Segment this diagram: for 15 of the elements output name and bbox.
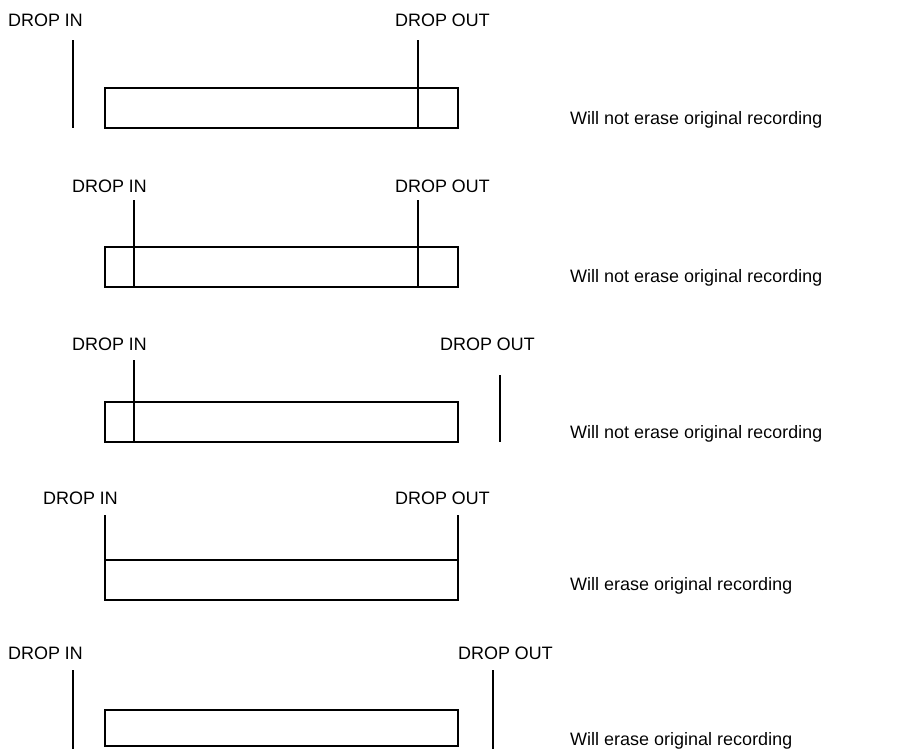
drop-out-label: DROP OUT	[395, 176, 490, 196]
drop-in-label: DROP IN	[72, 334, 147, 354]
result-note: Will not erase original recording	[570, 266, 822, 286]
drop-in-label: DROP IN	[43, 488, 118, 508]
drop-in-label: DROP IN	[72, 176, 147, 196]
drop-out-label: DROP OUT	[458, 643, 553, 663]
drop-out-label: DROP OUT	[395, 10, 490, 30]
drop-in-label: DROP IN	[8, 643, 83, 663]
drop-out-label: DROP OUT	[440, 334, 535, 354]
drop-in-label: DROP IN	[8, 10, 83, 30]
result-note: Will not erase original recording	[570, 108, 822, 128]
drop-out-label: DROP OUT	[395, 488, 490, 508]
result-note: Will erase original recording	[570, 729, 792, 749]
result-note: Will erase original recording	[570, 574, 792, 594]
result-note: Will not erase original recording	[570, 422, 822, 442]
